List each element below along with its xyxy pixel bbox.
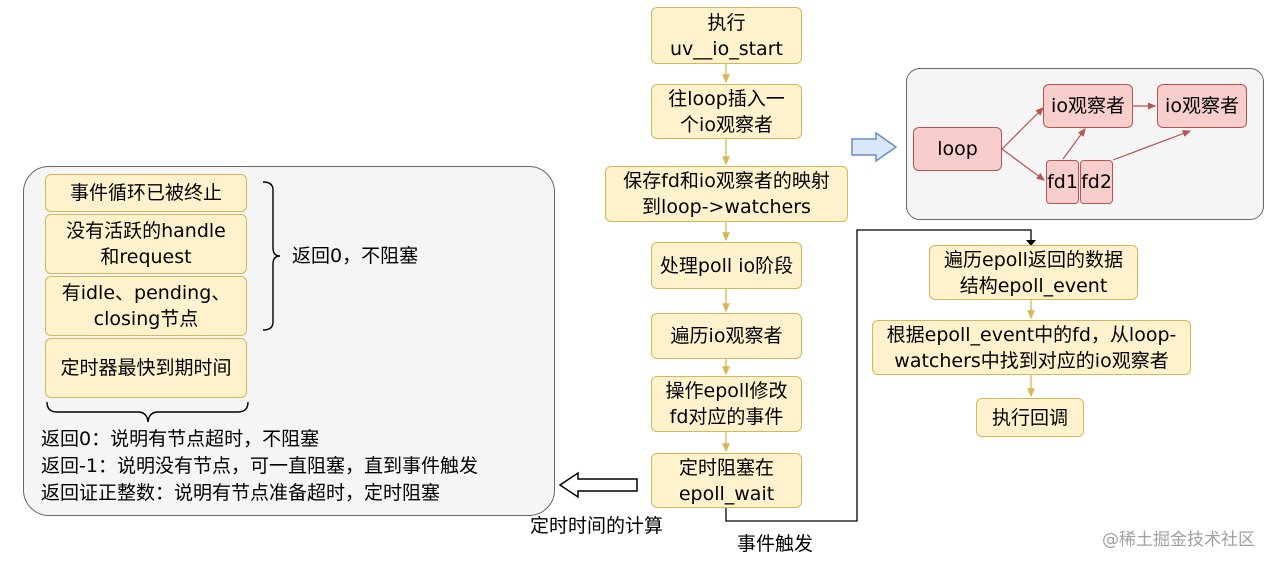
result-line-minus-one: 返回-1：说明没有节点，可一直阻塞，直到事件触发 <box>41 455 478 477</box>
timer-calc-label: 定时时间的计算 <box>530 515 664 537</box>
bottom-brace <box>46 401 249 423</box>
right-step-find-watcher: 根据epoll_event中的fd，从loop-watchers中找到对应的io… <box>872 320 1191 375</box>
io-watcher-node-b: io观察者 <box>1157 84 1247 128</box>
event-trigger-label: 事件触发 <box>737 533 814 555</box>
return-zero-label: 返回0，不阻塞 <box>292 245 419 267</box>
watermark: @稀土掘金技术社区 <box>1102 530 1255 550</box>
blue-right-arrow <box>851 131 898 163</box>
hollow-left-arrow <box>558 471 638 499</box>
timer-nearest-expiry: 定时器最快到期时间 <box>45 338 247 398</box>
right-step-iterate-epoll: 遍历epoll返回的数据结构epoll_event <box>929 245 1138 300</box>
result-line-positive: 返回证正整数：说明有节点准备超时，定时阻塞 <box>41 482 441 504</box>
condition-idle-pending-closing: 有idle、pending、closing节点 <box>45 276 247 336</box>
loop-structure-arrows <box>1001 102 1192 181</box>
right-brace <box>262 181 281 331</box>
io-watcher-node-a: io观察者 <box>1043 84 1133 128</box>
flow-step-poll-io: 处理poll io阶段 <box>651 242 802 289</box>
flow-step-iterate-watchers: 遍历io观察者 <box>651 313 802 359</box>
fd2-node: fd2 <box>1080 160 1113 204</box>
result-line-zero: 返回0：说明有节点超时，不阻塞 <box>41 428 320 450</box>
event-trigger-line <box>725 229 1032 522</box>
fd1-node: fd1 <box>1046 160 1079 204</box>
flow-step-insert-watcher: 往loop插入一个io观察者 <box>651 84 802 139</box>
condition-loop-stopped: 事件循环已被终止 <box>45 174 247 212</box>
flow-step-save-mapping: 保存fd和io观察者的映射到loop->watchers <box>605 166 848 222</box>
loop-node: loop <box>913 127 1002 171</box>
right-step-callback: 执行回调 <box>976 398 1084 437</box>
